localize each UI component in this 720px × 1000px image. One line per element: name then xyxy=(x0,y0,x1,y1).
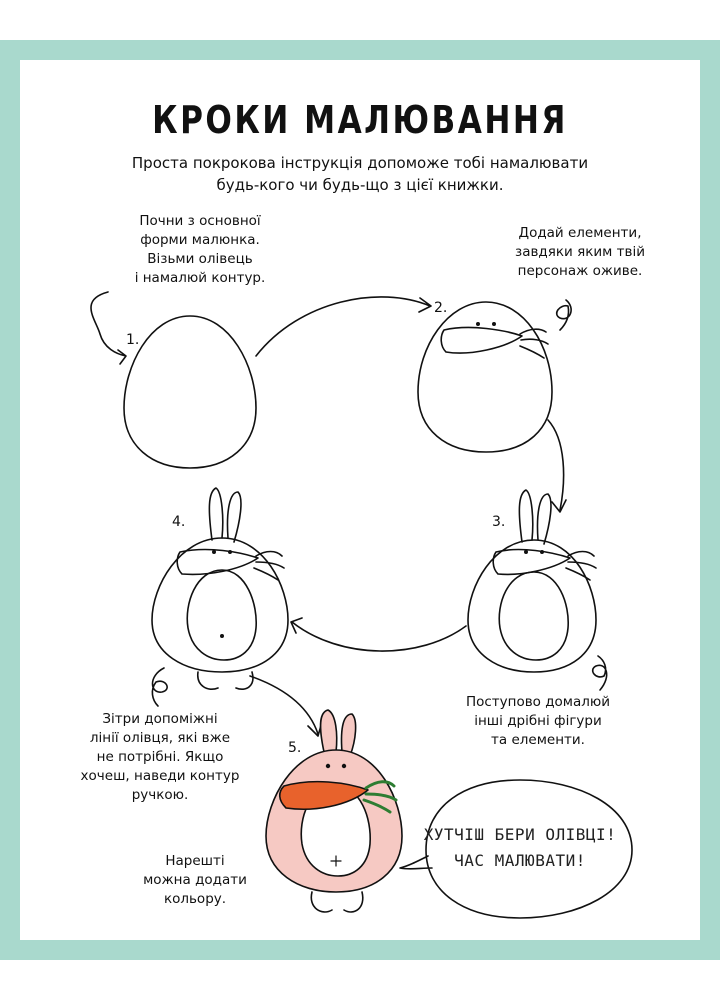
speech-bubble-text: ХУТЧІШ БЕРИ ОЛІВЦІ! ЧАС МАЛЮВАТИ! xyxy=(420,822,620,874)
step-3-line: та елементи. xyxy=(491,732,585,748)
step-3-carrot-leaves xyxy=(565,550,597,581)
step-4-line: хочеш, наведи контур xyxy=(80,768,240,784)
step-2-carrot xyxy=(440,326,523,354)
step-5-carrot-leaves xyxy=(362,780,398,814)
step-3-line: інші дрібні фігури xyxy=(474,713,602,729)
step-4-note: Зітри допоміжні лінії олівця, які вже не… xyxy=(55,710,265,805)
step-5-note: Нарешті можна додати кольору. xyxy=(120,852,270,909)
arrow-3-to-4 xyxy=(290,617,467,652)
step-4-body xyxy=(151,537,289,673)
bubble-line-1: ХУТЧІШ БЕРИ ОЛІВЦІ! xyxy=(423,825,617,844)
arrow-2-to-3 xyxy=(547,419,567,513)
step-4-line: ручкою. xyxy=(131,787,189,803)
arrow-4-to-5 xyxy=(249,675,323,737)
step-5-feet xyxy=(310,891,364,913)
step-5-number: 5. xyxy=(288,740,302,756)
step-5-line: можна додати xyxy=(143,872,247,888)
step-4-number: 4. xyxy=(172,514,186,530)
step-2-egg xyxy=(417,301,553,453)
step-1-egg xyxy=(123,315,257,469)
subtitle-line-1: Проста покрокова інструкція допоможе тоб… xyxy=(131,154,589,172)
step-3-body xyxy=(467,539,597,673)
step-1-line: і намалюй контур. xyxy=(134,270,266,286)
step-5-line: кольору. xyxy=(163,891,227,907)
step-2-note: Додай елементи, завдяки яким твій персон… xyxy=(480,224,680,281)
step-4-feet xyxy=(197,671,254,690)
step-2-line: персонаж оживе. xyxy=(517,263,643,279)
step-3-carrot xyxy=(492,548,571,576)
step-5-line: Нарешті xyxy=(165,853,225,869)
bubble-line-2: ЧАС МАЛЮВАТИ! xyxy=(454,851,586,870)
step-3-pointer-arrow xyxy=(591,655,608,691)
step-4-belly xyxy=(186,569,257,661)
step-2-carrot-leaves xyxy=(519,328,549,359)
page-title: КРОКИ МАЛЮВАННЯ xyxy=(152,98,568,142)
step-4-carrot-leaves xyxy=(253,550,285,581)
step-2-line: завдяки яким твій xyxy=(515,244,645,260)
page-subtitle: Проста покрокова інструкція допоможе тоб… xyxy=(0,152,720,196)
step-2-line: Додай елементи, xyxy=(518,225,642,241)
step-1-line: Почни з основної xyxy=(139,213,261,229)
step-3-ears xyxy=(518,489,552,545)
step-3-line: Поступово домалюй xyxy=(465,694,611,710)
step-4-line: лінії олівця, які вже xyxy=(89,730,231,746)
step-1-pointer-arrow xyxy=(90,291,127,365)
step-3-belly xyxy=(498,571,569,661)
step-4-carrot xyxy=(176,548,259,576)
step-4-line: не потрібні. Якщо xyxy=(96,749,224,765)
step-4-ears xyxy=(208,487,242,543)
step-1-line: форми малюнка. xyxy=(140,232,260,248)
arrow-1-to-2 xyxy=(255,296,432,357)
step-4-line: Зітри допоміжні xyxy=(102,711,218,727)
step-1-number: 1. xyxy=(126,332,140,348)
step-5-carrot xyxy=(278,780,369,810)
step-3-note: Поступово домалюй інші дрібні фігури та … xyxy=(438,693,638,750)
step-4-pointer-arrow xyxy=(151,667,168,707)
step-3-number: 3. xyxy=(492,514,506,530)
step-1-note: Почни з основної форми малюнка. Візьми о… xyxy=(100,212,300,288)
step-2-pointer-arrow xyxy=(555,299,572,331)
subtitle-line-2: будь-кого чи будь-що з цієї книжки. xyxy=(216,176,504,194)
step-5-ears xyxy=(319,709,338,753)
step-1-line: Візьми олівець xyxy=(147,251,253,267)
step-2-number: 2. xyxy=(434,300,448,316)
speech-bubble xyxy=(399,779,633,919)
